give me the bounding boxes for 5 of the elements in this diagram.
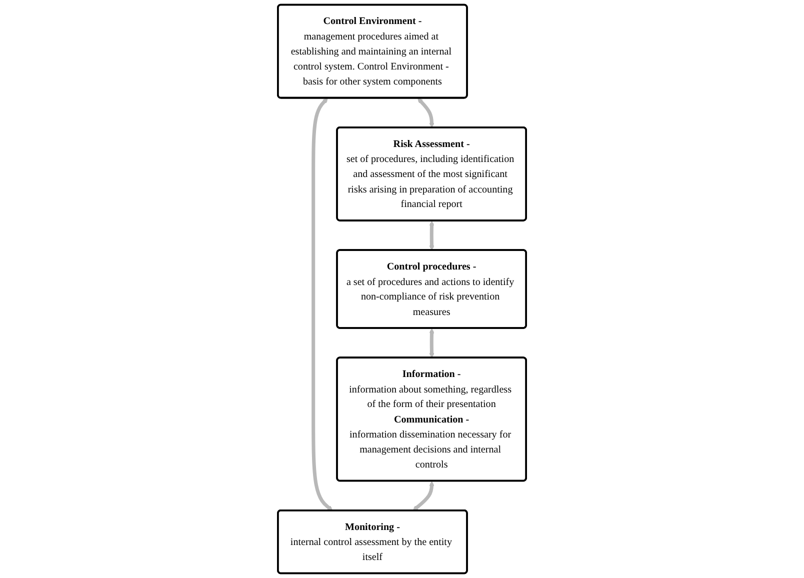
- arrow: [412, 481, 434, 511]
- arrow: [418, 98, 434, 128]
- arrow: [429, 328, 434, 358]
- arrow: [312, 98, 333, 511]
- arrow: [429, 220, 434, 251]
